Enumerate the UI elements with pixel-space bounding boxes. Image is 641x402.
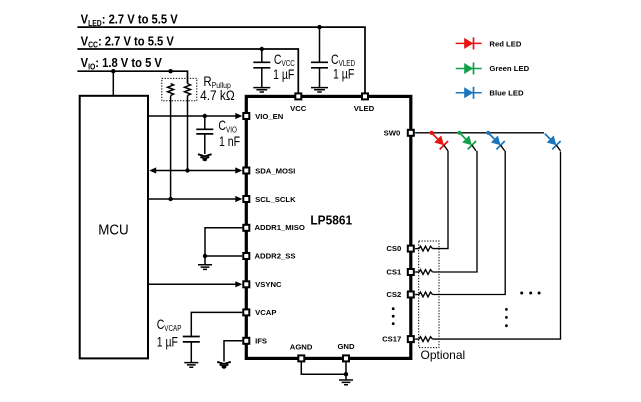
- svg-text:4.7 kΩ: 4.7 kΩ: [200, 87, 235, 103]
- svg-text:GND: GND: [337, 342, 355, 351]
- svg-text:1 µF: 1 µF: [157, 334, 178, 350]
- svg-text:AGND: AGND: [290, 342, 313, 351]
- svg-text:MCU: MCU: [98, 222, 128, 239]
- svg-text:ADDR1_MISO: ADDR1_MISO: [255, 223, 305, 232]
- svg-text:ADDR2_SS: ADDR2_SS: [255, 251, 296, 260]
- svg-text:VIO: 1.8 V to 5 V: VIO: 1.8 V to 5 V: [81, 55, 162, 71]
- svg-text:1 µF: 1 µF: [273, 67, 294, 83]
- svg-text:VCAP: VCAP: [255, 308, 276, 317]
- svg-text:IFS: IFS: [255, 336, 267, 345]
- svg-text:1 µF: 1 µF: [333, 66, 354, 82]
- svg-text:Red LED: Red LED: [489, 39, 521, 48]
- svg-text:VCC: 2.7 V to 5.5 V: VCC: 2.7 V to 5.5 V: [81, 34, 174, 50]
- svg-text:VIO_EN: VIO_EN: [255, 112, 284, 121]
- svg-text:SDA_MOSI: SDA_MOSI: [255, 167, 295, 176]
- svg-text:CS2: CS2: [386, 290, 401, 299]
- svg-text:CS0: CS0: [386, 244, 401, 253]
- svg-text:SCL_SCLK: SCL_SCLK: [255, 195, 296, 204]
- svg-text:Blue LED: Blue LED: [489, 89, 524, 98]
- svg-text:CS17: CS17: [382, 335, 401, 344]
- svg-text:CS1: CS1: [386, 268, 402, 277]
- svg-text:VCC: VCC: [290, 104, 307, 113]
- svg-text:VLED: 2.7 V to 5.5 V: VLED: 2.7 V to 5.5 V: [81, 12, 178, 28]
- svg-text:1 nF: 1 nF: [219, 134, 240, 150]
- svg-text:SW0: SW0: [384, 128, 401, 137]
- svg-text:VLED: VLED: [354, 104, 375, 113]
- svg-text:Green LED: Green LED: [489, 64, 529, 73]
- svg-text:VSYNC: VSYNC: [255, 280, 282, 289]
- svg-text:Optional: Optional: [421, 348, 466, 362]
- svg-text:LP5861: LP5861: [310, 213, 352, 227]
